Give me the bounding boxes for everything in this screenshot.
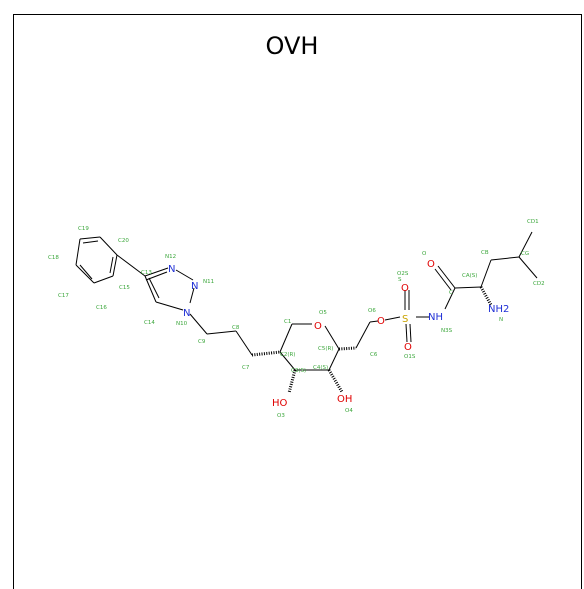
atom-name: C6 xyxy=(370,352,378,358)
atom-name: C16 xyxy=(96,305,107,311)
bond xyxy=(369,320,379,323)
atom-name: C8 xyxy=(232,325,240,331)
bond xyxy=(479,286,493,306)
atom-name: CA(S) xyxy=(462,273,477,279)
atom-name: C xyxy=(449,290,453,296)
bond xyxy=(444,287,456,310)
atom-label: O xyxy=(427,259,435,270)
bond xyxy=(490,256,520,261)
bond xyxy=(437,265,456,289)
element-labels: N N N O O S O O O NH NH2 HO OH xyxy=(168,259,509,409)
atom-name: CD2 xyxy=(533,281,545,287)
atom-name: N11 xyxy=(203,279,214,285)
atom-name: CB xyxy=(481,250,489,256)
diagram-frame xyxy=(13,14,582,589)
atom-name: C13 xyxy=(141,270,152,276)
atom-name: N10 xyxy=(176,321,188,327)
atom-name-labels: C19 C20 C18 C17 C16 C15 C13 N12 N11 C14 … xyxy=(48,219,545,419)
bond xyxy=(112,254,118,277)
bond xyxy=(189,287,195,304)
bond xyxy=(79,236,101,240)
atom-label: O xyxy=(314,321,322,332)
atom-name: N12 xyxy=(165,254,176,260)
atom-label: S xyxy=(402,314,408,325)
atom-name: C19 xyxy=(78,226,89,232)
bond xyxy=(189,313,208,335)
bond xyxy=(518,256,538,279)
atom-name: C15 xyxy=(119,285,130,291)
atom-name: C3(S) xyxy=(291,368,306,374)
bond xyxy=(518,231,533,258)
bond xyxy=(355,321,371,349)
bond xyxy=(338,346,357,351)
atom-label: O xyxy=(404,342,412,353)
bond xyxy=(175,269,194,281)
bond xyxy=(109,256,114,274)
atom-name: S xyxy=(398,277,402,283)
bond xyxy=(148,277,160,299)
atom-name: CG xyxy=(521,251,529,257)
bond xyxy=(75,264,95,284)
bond xyxy=(235,330,253,356)
atom-name: C20 xyxy=(118,238,129,244)
atom-name: C14 xyxy=(144,320,155,326)
bond xyxy=(206,330,237,335)
bond xyxy=(144,267,169,277)
bond xyxy=(327,369,344,393)
atom-name: N3S xyxy=(441,328,453,334)
atom-name: C5(R) xyxy=(318,346,333,352)
bond xyxy=(251,350,281,357)
atom-label: NH2 xyxy=(488,304,509,315)
atom-label: O xyxy=(377,316,385,327)
atom-name: C2(R) xyxy=(280,352,295,358)
atom-name: CD1 xyxy=(527,219,539,225)
atom-label: N xyxy=(168,264,175,275)
atom-name: C7 xyxy=(242,365,250,371)
bond xyxy=(93,275,114,284)
atom-label: HO xyxy=(272,398,288,409)
bond xyxy=(82,240,99,244)
atom-name: C17 xyxy=(58,293,69,299)
bonds xyxy=(75,231,538,394)
atom-name: C1 xyxy=(284,319,291,325)
bond xyxy=(287,369,297,394)
atom-name: C9 xyxy=(198,339,206,345)
diagram-title: OVH xyxy=(265,32,319,60)
bond xyxy=(434,268,452,291)
bond xyxy=(279,351,296,371)
bond xyxy=(324,325,340,350)
atom-name: O4 xyxy=(345,408,353,414)
atom-name: O5 xyxy=(319,310,327,316)
bond xyxy=(384,316,401,321)
atom-label: O xyxy=(401,283,409,294)
atom-label: NH xyxy=(428,312,443,323)
bond xyxy=(99,236,118,256)
bond xyxy=(328,348,340,371)
atom-name: N xyxy=(499,317,503,323)
bond xyxy=(144,275,157,303)
atom-name: O2S xyxy=(397,271,409,277)
atom-label: N xyxy=(183,308,190,319)
atom-name: O1S xyxy=(404,354,416,360)
atom-name: O6 xyxy=(368,308,376,314)
bond xyxy=(405,323,408,343)
atom-label: OH xyxy=(337,394,352,405)
atom-name: C4(S) xyxy=(313,365,328,371)
bond xyxy=(75,238,81,266)
bond xyxy=(409,323,412,343)
atom-name: O3 xyxy=(277,413,285,419)
bond xyxy=(116,254,146,277)
bond xyxy=(79,264,93,280)
bond xyxy=(454,286,482,289)
bond xyxy=(279,323,293,353)
bond xyxy=(155,301,184,311)
atom-name: C18 xyxy=(48,255,59,261)
atom-label: N xyxy=(191,281,198,292)
bond xyxy=(480,259,492,288)
atom-name: O xyxy=(422,251,427,257)
